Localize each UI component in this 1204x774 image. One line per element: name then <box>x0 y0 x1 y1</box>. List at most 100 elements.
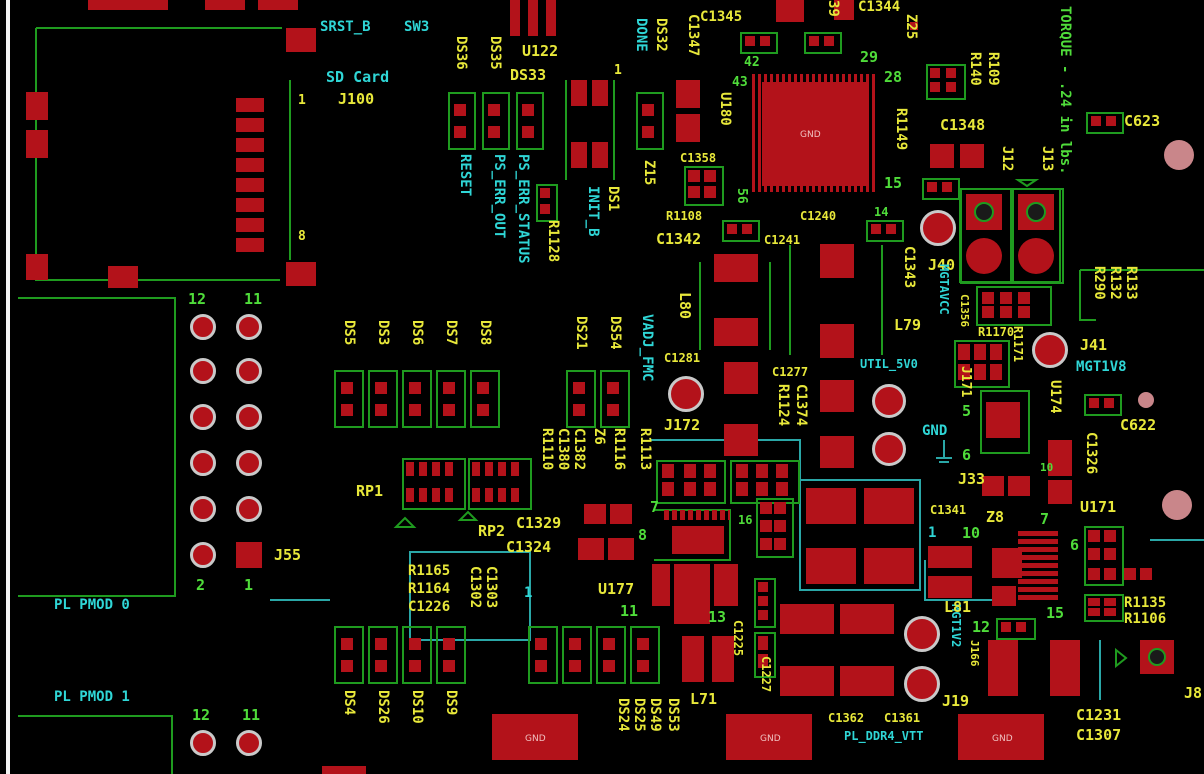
label-c1358: C1358 <box>680 151 717 165</box>
copper-pad <box>809 36 819 46</box>
header-pin <box>190 404 216 430</box>
copper-pad <box>528 0 538 36</box>
led-footprint <box>470 370 500 428</box>
copper-pad <box>258 0 298 10</box>
header-pin-square <box>236 542 262 568</box>
header-pin <box>190 496 216 522</box>
pad-gnd-text: GND <box>525 734 546 744</box>
label-j41: J41 <box>1080 336 1108 354</box>
cap-footprint <box>1084 394 1122 416</box>
label-c1227: C1227 <box>759 656 773 693</box>
copper-pad <box>946 82 956 92</box>
copper-pad <box>760 36 770 46</box>
label-sw3: SW3 <box>404 19 430 35</box>
copper-pad <box>774 502 786 514</box>
label-rp2: RP2 <box>478 522 506 540</box>
copper-pad <box>1088 568 1100 580</box>
copper-pad-row <box>472 462 524 476</box>
copper-pad-row <box>472 488 524 502</box>
ic-pin-col <box>1018 530 1058 600</box>
label-c1362: C1362 <box>828 711 865 725</box>
test-point <box>904 666 940 702</box>
cap-footprint <box>866 220 904 242</box>
copper-pad <box>443 404 455 416</box>
test-point <box>872 432 906 466</box>
led-footprint <box>334 626 364 684</box>
cap-footprint <box>754 632 776 678</box>
copper-pad <box>982 476 1004 496</box>
label-pin: 8 <box>298 229 306 244</box>
label-r1108: R1108 <box>666 209 703 223</box>
board-edge <box>6 0 10 774</box>
cap-footprint <box>804 32 842 54</box>
copper-pad <box>1140 568 1152 580</box>
copper-pad <box>1088 598 1100 606</box>
led-footprint <box>566 370 596 428</box>
copper-pad <box>1088 608 1100 616</box>
header-pin <box>236 314 262 340</box>
led-footprint <box>402 626 432 684</box>
label-u171: U171 <box>1080 498 1117 516</box>
copper-pad <box>930 68 940 78</box>
copper-pad <box>990 344 1002 360</box>
copper-pad <box>688 170 700 182</box>
label-pin-1b: 1 <box>928 525 937 541</box>
copper-pad <box>756 482 768 496</box>
label-pin-7: 7 <box>650 498 660 516</box>
copper-pad <box>236 178 264 192</box>
cap-footprint <box>1084 526 1124 586</box>
copper-pad <box>569 638 581 650</box>
label-u174: U174 <box>1047 380 1063 414</box>
label-pin-12b: 12 <box>972 618 991 636</box>
label-pin-6b: 6 <box>1070 536 1080 554</box>
copper-pad <box>1091 116 1101 126</box>
label-ds10: DS10 <box>409 690 425 724</box>
pad-gnd-text: GND <box>760 734 781 744</box>
test-point <box>920 210 956 246</box>
copper-pad <box>652 564 670 606</box>
copper-pad <box>886 224 896 234</box>
copper-pad <box>236 198 264 212</box>
copper-pad <box>780 666 834 696</box>
label-j100: J100 <box>338 90 375 108</box>
copper-pad <box>205 0 245 10</box>
label-ds4: DS4 <box>341 690 357 716</box>
cap-footprint <box>722 220 760 242</box>
label-ds24: DS24 <box>615 698 631 732</box>
copper-pad <box>341 660 353 672</box>
label-j19: J19 <box>942 692 970 710</box>
copper-pad <box>584 504 606 524</box>
copper-pad <box>642 126 654 138</box>
copper-pad-row <box>406 462 458 476</box>
copper-pad <box>236 238 264 252</box>
label-ds9: DS9 <box>443 690 459 716</box>
header-pin <box>190 730 216 756</box>
copper-pad <box>682 636 704 682</box>
label-ds33: DS33 <box>510 66 547 84</box>
label-pin-1d: 1 <box>524 585 533 601</box>
label-r1135: R1135 <box>1124 595 1167 611</box>
label-l79: L79 <box>894 316 922 334</box>
label-c1343: C1343 <box>901 246 917 289</box>
cap-footprint <box>740 32 778 54</box>
copper-pad <box>540 188 550 198</box>
label-ps-err-status: PS_ERR_STATUS <box>515 154 531 264</box>
copper-pad <box>375 404 387 416</box>
mounting-hole <box>1162 490 1192 520</box>
copper-pad <box>454 126 466 138</box>
res-footprint <box>926 64 966 100</box>
pad-gnd-text: GND <box>992 734 1013 744</box>
copper-pad <box>409 660 421 672</box>
label-r1128: R1128 <box>545 220 561 263</box>
copper-pad <box>820 436 854 468</box>
copper-pad <box>375 660 387 672</box>
label-reset: RESET <box>457 154 473 197</box>
copper-pad <box>966 238 1002 274</box>
label-c1302: C1302 <box>467 566 483 609</box>
copper-pad <box>341 404 353 416</box>
copper-pad <box>704 186 716 198</box>
copper-pad <box>727 224 737 234</box>
led-footprint <box>562 626 592 684</box>
copper-pad <box>546 0 556 36</box>
header-pin <box>236 404 262 430</box>
